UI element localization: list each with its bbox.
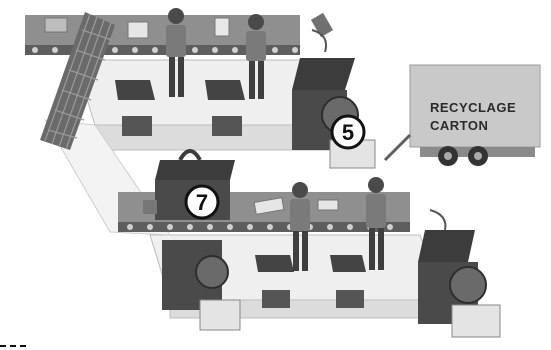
truck-label-line2: CARTON bbox=[430, 118, 488, 133]
step-number-7: 7 bbox=[196, 190, 208, 215]
step-marker-7: 7 bbox=[186, 186, 218, 218]
compactor-machine-upper bbox=[292, 58, 375, 168]
step-number-5: 5 bbox=[342, 120, 354, 145]
upper-floor-platform bbox=[75, 60, 330, 125]
compactor-machine-lower-right bbox=[418, 230, 500, 337]
step-marker-5: 5 bbox=[332, 116, 364, 148]
recycling-truck: RECYCLAGE CARTON bbox=[385, 65, 540, 166]
drop-arrow-lower bbox=[430, 210, 445, 230]
truck-label-line1: RECYCLAGE bbox=[430, 100, 516, 115]
